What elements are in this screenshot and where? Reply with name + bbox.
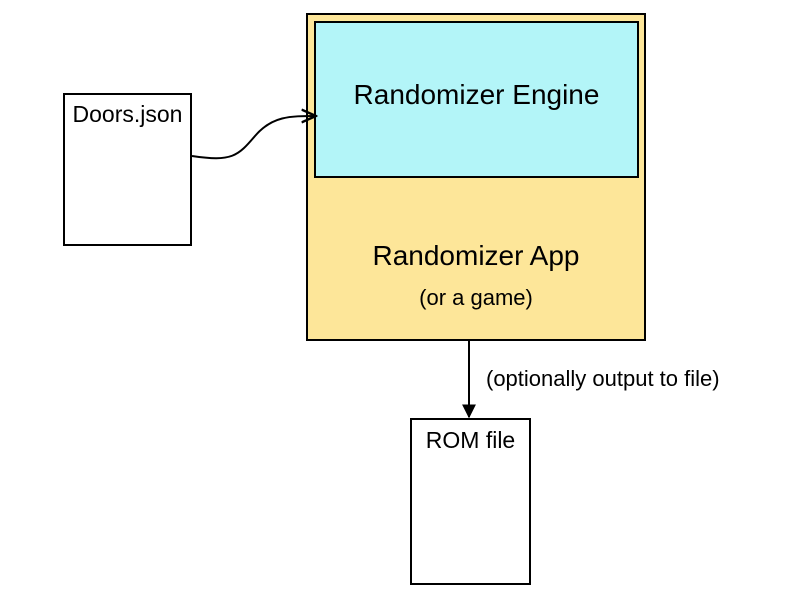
randomizer-engine-box bbox=[314, 21, 639, 178]
rom-file-box bbox=[410, 418, 531, 585]
randomizer-app-sublabel: (or a game) bbox=[419, 285, 533, 310]
output-edge-label: (optionally output to file) bbox=[486, 366, 720, 391]
randomizer-engine-label: Randomizer Engine bbox=[353, 79, 600, 110]
doors-json-box bbox=[63, 93, 192, 246]
doors-to-engine-arrow bbox=[191, 116, 316, 160]
randomizer-app-label: Randomizer App bbox=[372, 240, 580, 271]
doors-json-label: Doors.json bbox=[72, 101, 183, 127]
rom-file-label: ROM file bbox=[425, 427, 516, 453]
